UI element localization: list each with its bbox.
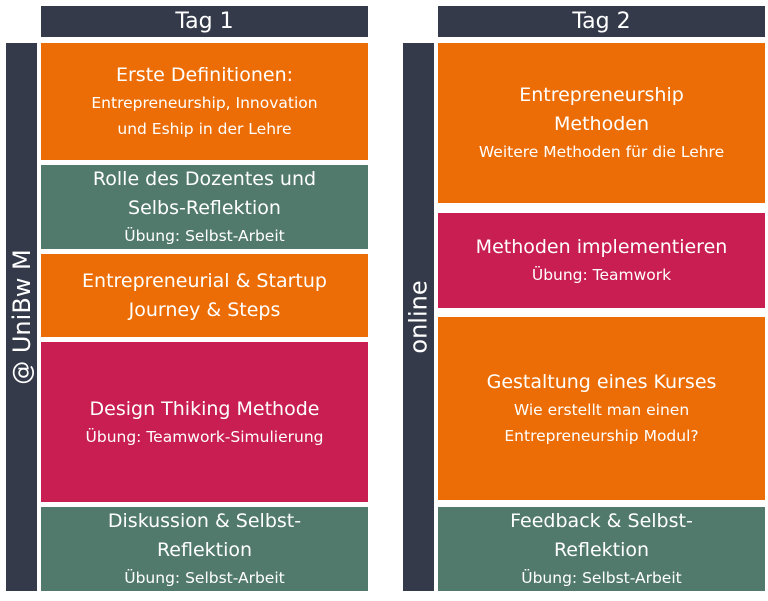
day1-block-discussion: Diskussion & Selbst- Reflektion Übung: S…	[41, 507, 368, 591]
day1-block-journey: Entrepreneurial & Startup Journey & Step…	[41, 254, 368, 337]
block-subtitle: Übung: Selbst-Arbeit	[124, 569, 285, 587]
day2-side-label-bar: online	[403, 43, 434, 591]
day2-block-methods: Entrepreneurship Methoden Weitere Method…	[438, 43, 765, 203]
day2-header: Tag 2	[438, 6, 765, 37]
block-title: Gestaltung eines Kurses	[486, 371, 717, 393]
block-title: Erste Definitionen:	[115, 64, 294, 86]
block-title: Rolle des Dozentes und Selbs-Reflektion	[92, 168, 317, 219]
block-subtitle: Wie erstellt man einen Entrepreneurship …	[504, 401, 699, 445]
block-subtitle: Übung: Selbst-Arbeit	[521, 569, 682, 587]
block-title: Entrepreneurship Methoden	[519, 84, 684, 135]
block-title: Entrepreneurial & Startup Journey & Step…	[82, 269, 327, 321]
day1-header: Tag 1	[41, 6, 368, 37]
block-title: Design Thiking Methode	[89, 397, 320, 420]
day2-block-implement: Methoden implementieren Übung: Teamwork	[438, 213, 765, 308]
block-subtitle: Entrepreneurship, Innovation und Eship i…	[91, 94, 318, 138]
day2-side-label: online	[404, 280, 433, 354]
block-subtitle: Übung: Teamwork	[531, 266, 672, 284]
day2-block-feedback: Feedback & Selbst- Reflektion Übung: Sel…	[438, 507, 765, 591]
block-title: Methoden implementieren	[475, 236, 728, 258]
day1-block-definitions: Erste Definitionen: Entrepreneurship, In…	[41, 43, 368, 160]
day2-block-course-design: Gestaltung eines Kurses Wie erstellt man…	[438, 317, 765, 500]
block-title: Diskussion & Selbst- Reflektion	[107, 510, 302, 561]
day1-block-role: Rolle des Dozentes und Selbs-Reflektion …	[41, 165, 368, 249]
day1-block-design-thinking: Design Thiking Methode Übung: Teamwork-S…	[41, 342, 368, 502]
day1-side-label-bar: @ UniBw M	[6, 43, 37, 591]
block-subtitle: Übung: Selbst-Arbeit	[124, 227, 285, 245]
block-subtitle: Übung: Teamwork-Simulierung	[85, 427, 324, 446]
day1-side-label: @ UniBw M	[7, 249, 36, 385]
block-subtitle: Weitere Methoden für die Lehre	[478, 143, 725, 161]
block-title: Feedback & Selbst- Reflektion	[510, 510, 693, 561]
